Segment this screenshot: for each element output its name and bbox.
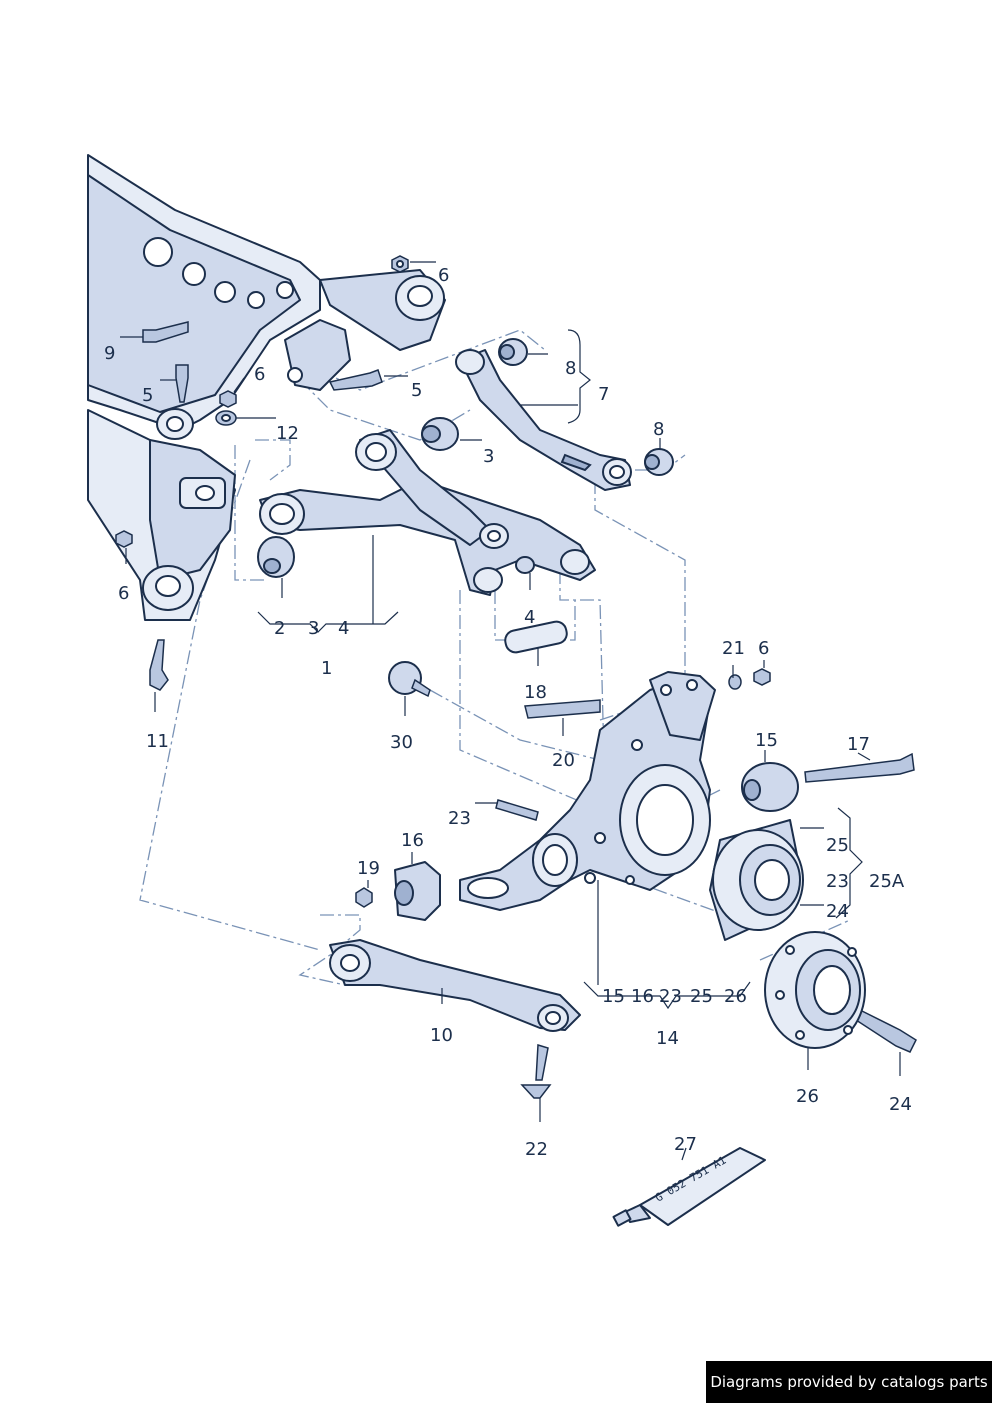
callout-9: 9 bbox=[104, 343, 115, 364]
callout-23: 23 bbox=[659, 986, 682, 1007]
callout-8: 8 bbox=[565, 358, 576, 379]
callout-4: 4 bbox=[338, 618, 349, 639]
callout-21: 21 bbox=[722, 638, 745, 659]
subframe bbox=[87, 154, 446, 431]
knuckle-bushings bbox=[394, 762, 799, 921]
callout-26: 26 bbox=[796, 1086, 819, 1107]
callout-12: 12 bbox=[276, 423, 299, 444]
wheel-bearing bbox=[709, 819, 804, 941]
bushings bbox=[257, 338, 674, 698]
callout-25A: 25A bbox=[869, 871, 905, 892]
callout-7: 7 bbox=[598, 384, 609, 405]
callouts: 6 9 5 6 12 5 8 7 3 8 6 2 3 4 1 4 21 6 18… bbox=[104, 265, 912, 1160]
fasteners bbox=[115, 255, 917, 1099]
wheel-hub bbox=[764, 931, 866, 1049]
callout-22: 22 bbox=[525, 1139, 548, 1160]
callout-24: 24 bbox=[889, 1094, 912, 1115]
callout-10: 10 bbox=[430, 1025, 453, 1046]
callout-16: 16 bbox=[631, 986, 654, 1007]
callout-6: 6 bbox=[438, 265, 449, 286]
callout-5: 5 bbox=[142, 385, 153, 406]
footer-credit: Diagrams provided by catalogs parts bbox=[706, 1361, 992, 1403]
subframe-bracket bbox=[87, 408, 236, 621]
callout-15: 15 bbox=[602, 986, 625, 1007]
callout-30: 30 bbox=[390, 732, 413, 753]
callout-20: 20 bbox=[552, 750, 575, 771]
track-control-arm bbox=[329, 939, 581, 1032]
callout-2: 2 bbox=[274, 618, 285, 639]
callout-17: 17 bbox=[847, 734, 870, 755]
callout-27: 27 bbox=[674, 1134, 697, 1155]
upper-link-7 bbox=[455, 349, 632, 491]
callout-8: 8 bbox=[653, 419, 664, 440]
callout-4: 4 bbox=[524, 607, 535, 628]
callout-15: 15 bbox=[755, 730, 778, 751]
callout-14: 14 bbox=[656, 1028, 679, 1049]
lower-wishbone-1 bbox=[259, 429, 596, 596]
callout-6: 6 bbox=[758, 638, 769, 659]
callout-3: 3 bbox=[308, 618, 319, 639]
callout-23: 23 bbox=[448, 808, 471, 829]
callout-3: 3 bbox=[483, 446, 494, 467]
callout-6: 6 bbox=[254, 364, 265, 385]
callout-19: 19 bbox=[357, 858, 380, 879]
callout-5: 5 bbox=[411, 380, 422, 401]
callout-25: 25 bbox=[826, 835, 849, 856]
callout-11: 11 bbox=[146, 731, 169, 752]
callout-6: 6 bbox=[118, 583, 129, 604]
callout-18: 18 bbox=[524, 682, 547, 703]
callout-1: 1 bbox=[321, 658, 332, 679]
leader-lines bbox=[120, 261, 901, 1161]
callout-25: 25 bbox=[690, 986, 713, 1007]
wheel-bearing-housing bbox=[459, 671, 716, 911]
callout-16: 16 bbox=[401, 830, 424, 851]
grease-tube: G 052 751 A1 bbox=[612, 1147, 766, 1227]
callout-26: 26 bbox=[724, 986, 747, 1007]
callout-24: 24 bbox=[826, 901, 849, 922]
callout-23: 23 bbox=[826, 871, 849, 892]
